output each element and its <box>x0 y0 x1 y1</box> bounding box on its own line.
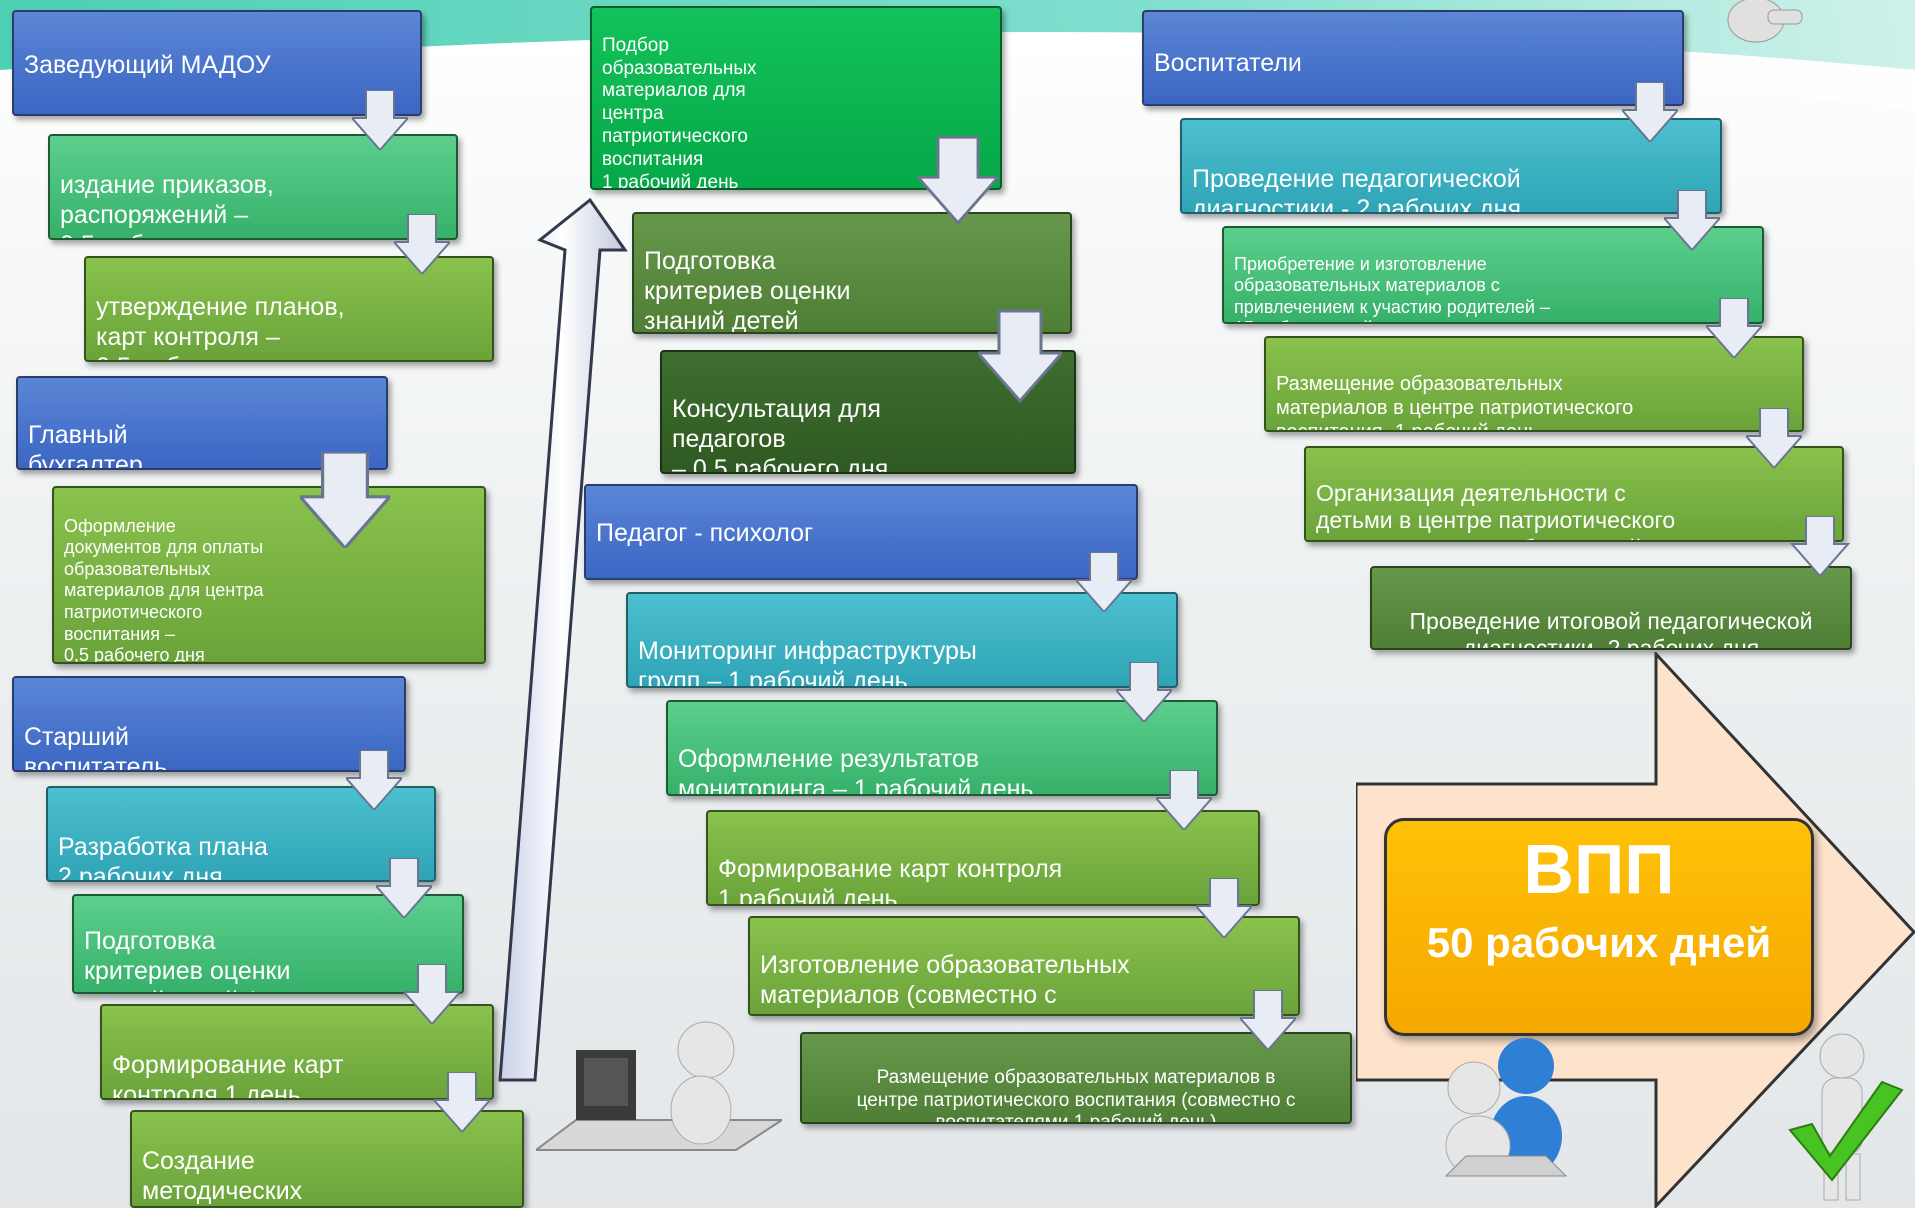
teachers-task1-box: Проведение педагогической диагностики - … <box>1180 118 1722 214</box>
head-title: Заведующий МАДОУ <box>24 51 271 79</box>
down-arrow-icon <box>1156 770 1212 830</box>
teachers-task4: Организация деятельности с детьми в цент… <box>1316 479 1676 540</box>
senior-task1: Разработка плана 2 рабочих дня <box>58 833 268 882</box>
person-top-right-illustration <box>1727 0 1803 43</box>
down-arrow-icon <box>1116 662 1172 722</box>
head-task1-box: издание приказов, распоряжений – 0,5 раб… <box>48 134 458 240</box>
down-arrow-icon <box>394 214 450 274</box>
teachers-task5: Проведение итоговой педагогической диагн… <box>1409 607 1813 650</box>
psych-task3-box: Формирование карт контроля 1 рабочий ден… <box>706 810 1260 906</box>
person-at-computer-illustration <box>536 1021 782 1151</box>
accountant-task: Оформление документов для оплаты образов… <box>64 515 264 664</box>
head-title-box: Заведующий МАДОУ <box>12 10 422 116</box>
down-arrow-icon <box>1196 878 1252 938</box>
accountant-title: Главный бухгалтер <box>28 421 143 470</box>
selection-box: Подбор образовательных материалов для це… <box>590 6 1002 190</box>
down-arrow-icon <box>300 452 390 548</box>
down-arrow-icon <box>918 135 998 226</box>
senior-task4: Создание методических рекомендаций 1 ден… <box>142 1147 303 1205</box>
psych-title-box: Педагог - психолог <box>584 484 1138 580</box>
senior-title: Старший воспитатель <box>24 723 168 772</box>
teachers-task3-box: Размещение образовательных материалов в … <box>1264 336 1804 432</box>
down-arrow-icon <box>1664 190 1720 250</box>
psych-task2-box: Оформление результатов мониторинга – 1 р… <box>666 700 1218 796</box>
down-arrow-icon <box>1240 990 1296 1050</box>
selection-text: Подбор образовательных материалов для це… <box>602 34 757 190</box>
criteria-text: Подготовка критериев оценки знаний детей… <box>644 247 851 334</box>
upward-arrow <box>498 197 628 1082</box>
teachers-task5-box: Проведение итоговой педагогической диагн… <box>1370 566 1852 650</box>
down-arrow-icon <box>404 964 460 1024</box>
down-arrow-icon <box>346 750 402 810</box>
psych-task4: Изготовление образовательных материалов … <box>760 951 1143 1014</box>
senior-title-box: Старший воспитатель <box>12 676 406 772</box>
down-arrow-icon <box>1076 552 1132 612</box>
psych-task1-box: Мониторинг инфраструктуры групп – 1 рабо… <box>626 592 1178 688</box>
down-arrow-icon <box>434 1072 490 1132</box>
person-with-checkmark-illustration <box>1788 1033 1904 1201</box>
down-arrow-icon <box>1622 82 1678 142</box>
psych-title: Педагог - психолог <box>596 519 814 547</box>
psych-task5: Размещение образовательных материалов в … <box>856 1066 1296 1124</box>
result-title: ВПП <box>1523 830 1675 908</box>
people-with-laptop-illustration <box>1444 1038 1568 1177</box>
psych-task1: Мониторинг инфраструктуры групп – 1 рабо… <box>638 637 977 688</box>
down-arrow-icon <box>1706 298 1762 358</box>
teachers-task3: Размещение образовательных материалов в … <box>1276 373 1634 432</box>
head-task1: издание приказов, распоряжений – 0,5 раб… <box>60 171 274 238</box>
head-task2-box: утверждение планов, карт контроля – 0,5 … <box>84 256 494 362</box>
down-arrow-icon <box>978 309 1062 404</box>
accountant-task-box: Оформление документов для оплаты образов… <box>52 486 486 664</box>
psych-task3: Формирование карт контроля 1 рабочий ден… <box>718 855 1063 906</box>
psych-task2: Оформление результатов мониторинга – 1 р… <box>678 745 1034 796</box>
consult-text: Консультация для педагогов – 0,5 рабочег… <box>672 395 889 474</box>
teachers-task1: Проведение педагогической диагностики - … <box>1192 165 1522 214</box>
result-subtitle: 50 рабочих дней <box>1426 919 1772 966</box>
down-arrow-icon <box>1746 408 1802 468</box>
teachers-title-box: Воспитатели <box>1142 10 1684 106</box>
senior-task3-box: Формирование карт контроля 1 день <box>100 1004 494 1100</box>
teachers-task2: Приобретение и изготовление образователь… <box>1234 253 1550 322</box>
psych-task4-box: Изготовление образовательных материалов … <box>748 916 1300 1016</box>
head-task2: утверждение планов, карт контроля – 0,5 … <box>96 293 345 360</box>
teachers-task2-box: Приобретение и изготовление образователь… <box>1222 226 1764 324</box>
psych-task5-box: Размещение образовательных материалов в … <box>800 1032 1352 1124</box>
senior-task3: Формирование карт контроля 1 день <box>112 1051 344 1100</box>
down-arrow-icon <box>376 858 432 918</box>
teachers-title: Воспитатели <box>1154 49 1302 77</box>
teachers-task4-box: Организация деятельности с детьми в цент… <box>1304 446 1844 542</box>
down-arrow-icon <box>1790 516 1850 576</box>
criteria-box: Подготовка критериев оценки знаний детей… <box>632 212 1072 334</box>
senior-task2: Подготовка критериев оценки знаний детей… <box>84 927 322 992</box>
result-box: ВПП 50 рабочих дней <box>1384 818 1814 1036</box>
down-arrow-icon <box>352 90 408 150</box>
